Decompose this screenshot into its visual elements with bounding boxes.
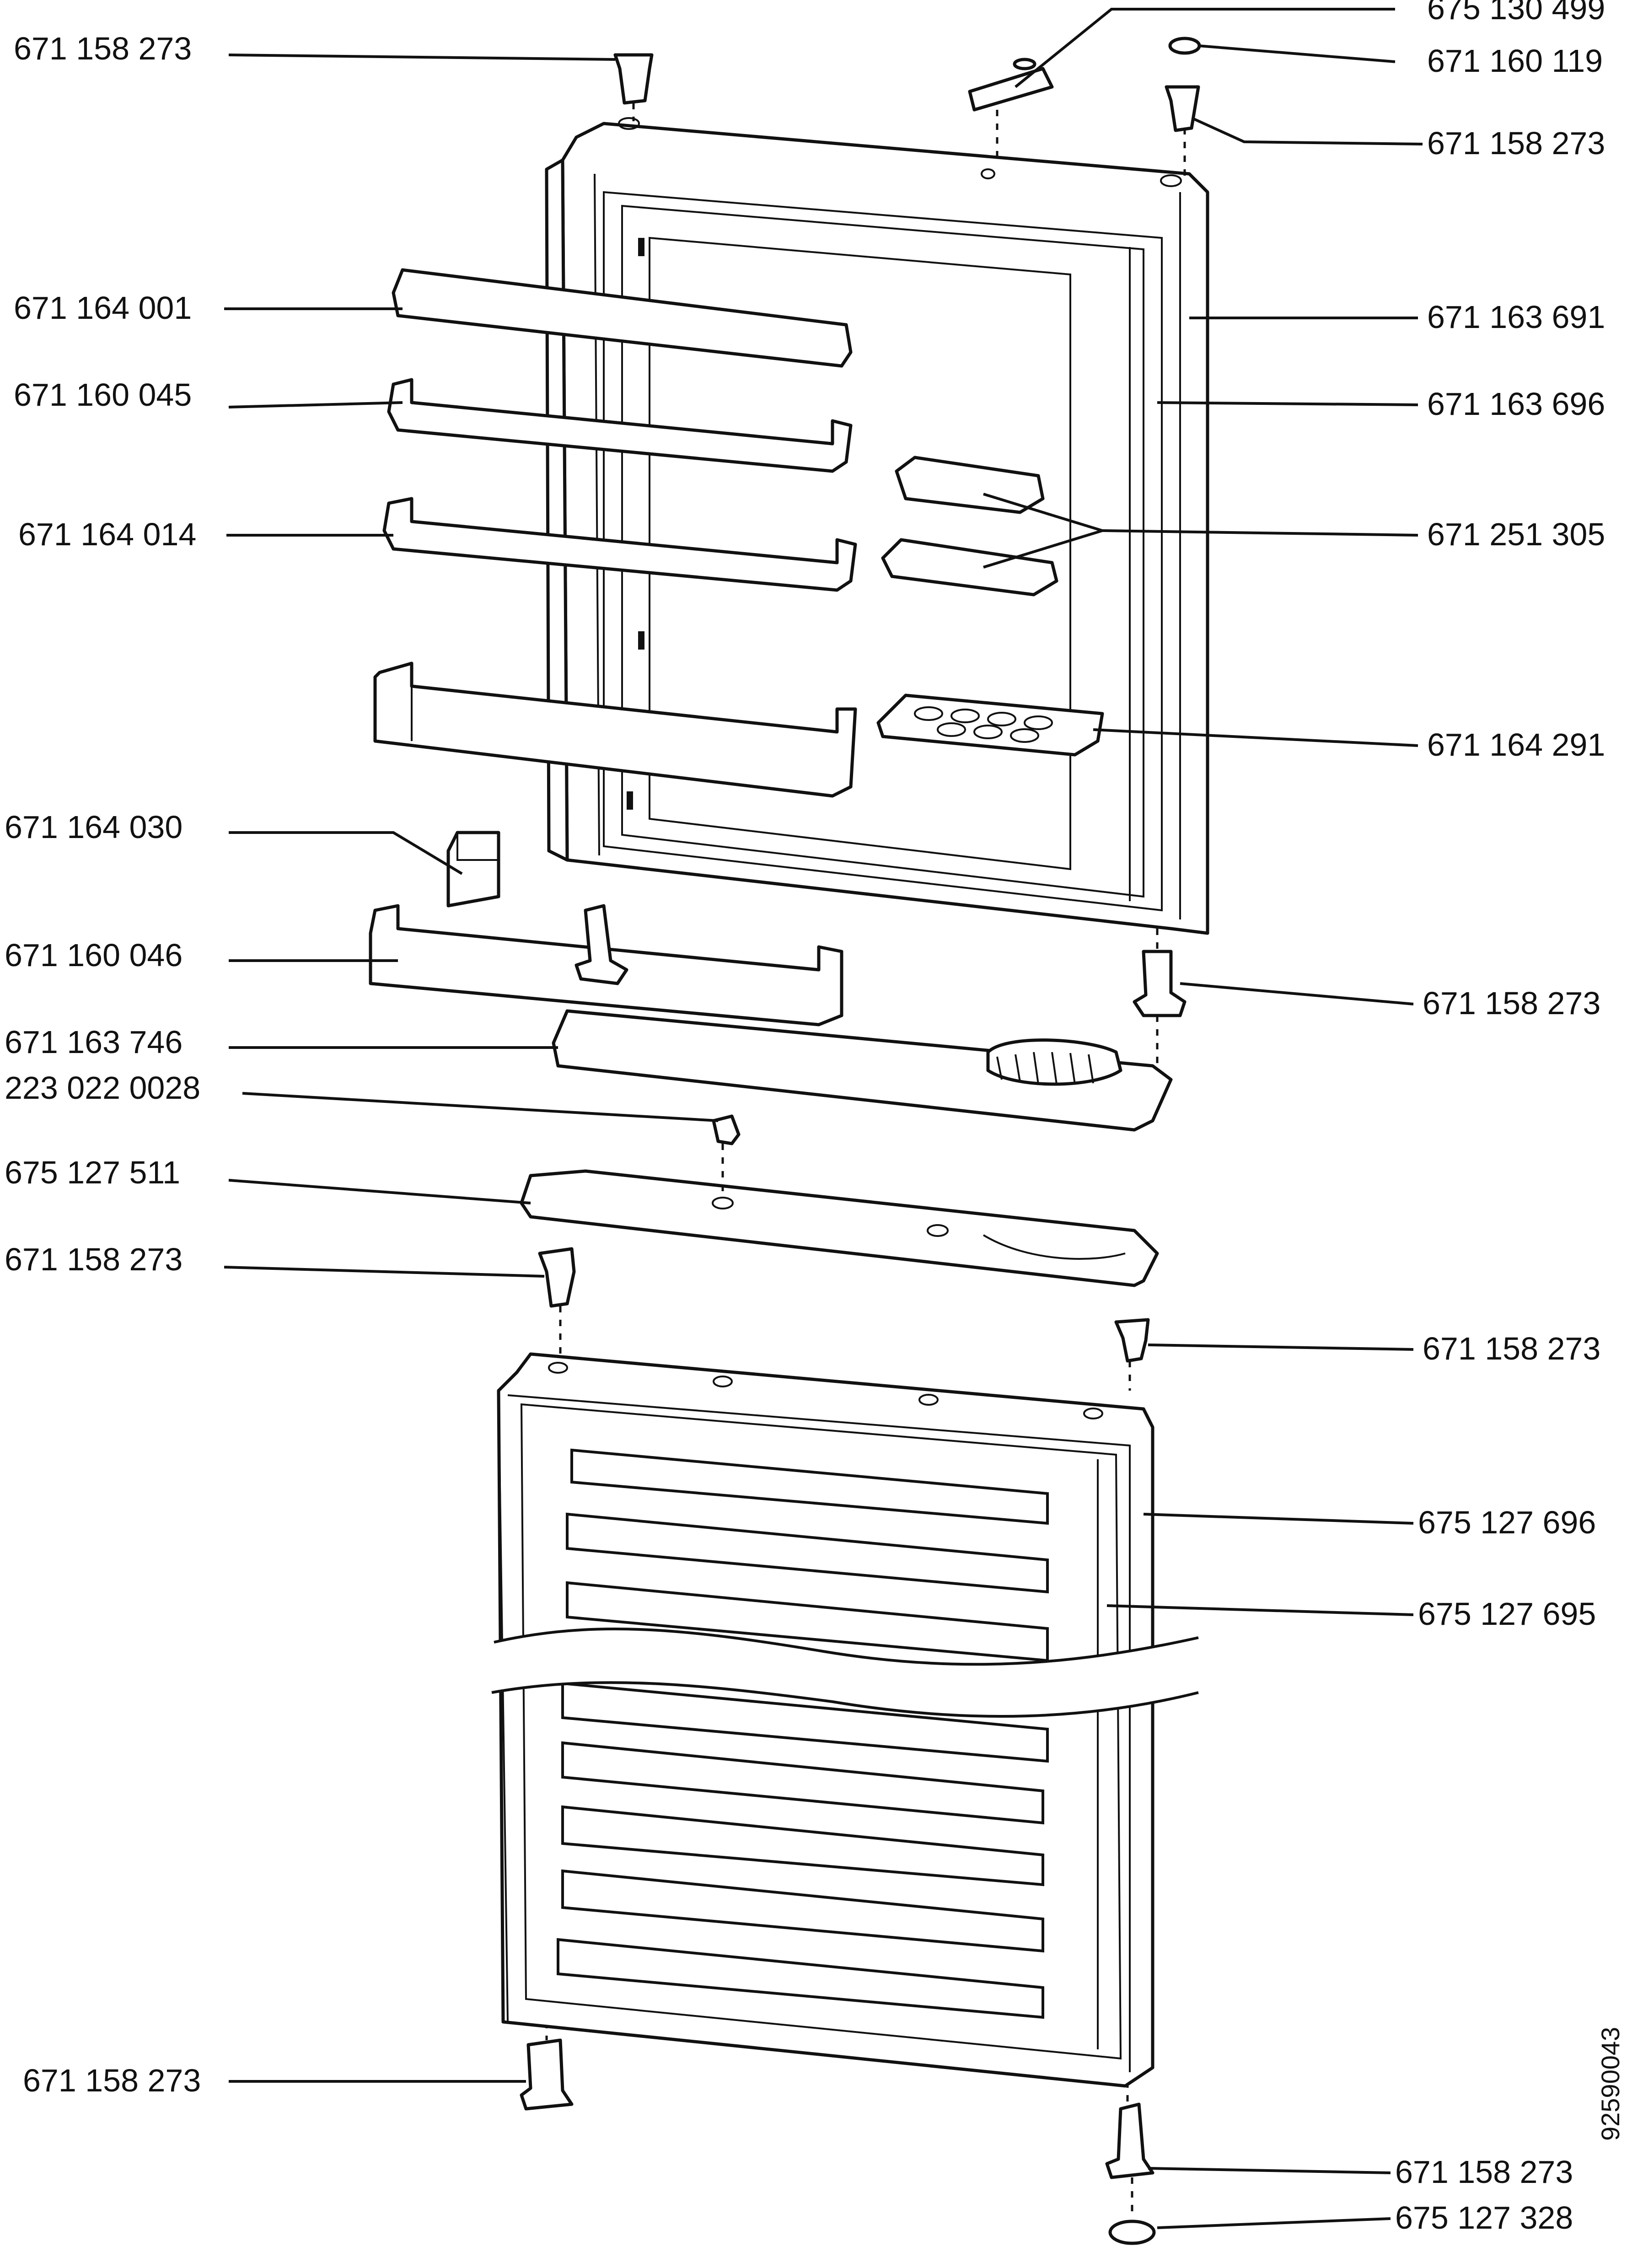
- callout-label: 671 160 119: [1427, 43, 1603, 79]
- leader-lines: [224, 8, 1423, 2229]
- callout-label: 671 160 046: [5, 937, 183, 973]
- hinge-pins: [520, 37, 1201, 2245]
- callout-label: 675 127 695: [1418, 1596, 1596, 1632]
- upper-door: [545, 117, 1209, 935]
- callout-label: 671 163 746: [5, 1024, 183, 1060]
- callout-label: 671 158 273: [1427, 125, 1605, 161]
- callout-label: 671 163 691: [1427, 299, 1605, 335]
- callout-label: 671 160 045: [14, 377, 192, 413]
- callout-label: 671 158 273: [1423, 1331, 1600, 1366]
- callout-label: 671 158 273: [1423, 985, 1600, 1021]
- assembly-axes: [545, 103, 1186, 2219]
- butter-compartment: [881, 456, 1058, 597]
- callout-label: 223 022 0028: [5, 1070, 200, 1106]
- callout-label: 675 127 328: [1395, 2200, 1573, 2236]
- callout-label: 671 158 273: [23, 2063, 201, 2098]
- callout-label: 671 158 273: [5, 1241, 183, 1277]
- callout-label: 675 127 696: [1418, 1505, 1596, 1540]
- callout-label: 671 164 014: [18, 516, 196, 552]
- callout-labels: 671 158 273 675 130 499 671 160 119 671 …: [5, 0, 1625, 2236]
- callout-label: 675 130 499: [1427, 0, 1605, 26]
- hinge-bracket: [520, 1009, 1173, 1287]
- callout-label: 671 158 273: [14, 31, 192, 66]
- egg-tray: [876, 693, 1104, 757]
- callout-label: 671 164 001: [14, 290, 192, 326]
- callout-label: 671 163 696: [1427, 386, 1605, 422]
- small-box: [446, 831, 500, 908]
- drawing-number: 92590043: [1596, 2027, 1625, 2141]
- callout-label: 671 164 291: [1427, 727, 1605, 763]
- lower-door: [491, 1352, 1199, 2088]
- callout-label: 671 164 030: [5, 809, 183, 845]
- callout-label: 671 158 273: [1395, 2154, 1573, 2190]
- callout-label: 675 127 511: [5, 1155, 180, 1190]
- callout-label: 671 251 305: [1427, 516, 1605, 552]
- door-shelves: [373, 268, 857, 798]
